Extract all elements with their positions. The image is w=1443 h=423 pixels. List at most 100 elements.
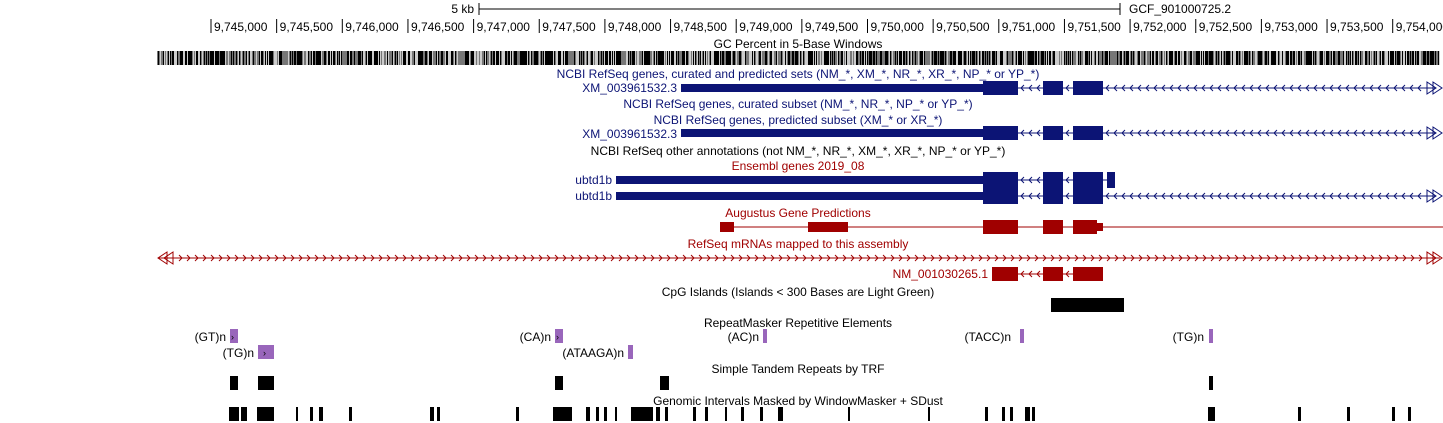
masked-interval[interactable] bbox=[928, 407, 930, 421]
masked-interval[interactable] bbox=[848, 407, 850, 421]
tandem-repeat[interactable] bbox=[230, 376, 238, 390]
repeat-element[interactable] bbox=[555, 329, 563, 343]
cpg-island[interactable] bbox=[1051, 298, 1124, 312]
repeat-label[interactable]: (TACC)n bbox=[965, 330, 1011, 344]
masked-interval[interactable] bbox=[741, 407, 744, 421]
masked-interval[interactable] bbox=[241, 407, 247, 421]
masked-interval[interactable] bbox=[349, 407, 352, 421]
chevron-icon bbox=[1121, 192, 1126, 200]
track-refseq-all[interactable]: NCBI RefSeq genes, curated and predicted… bbox=[557, 67, 1443, 95]
track-refseq-mrna[interactable]: RefSeq mRNAs mapped to this assembly NM_… bbox=[157, 237, 1443, 281]
gene-model-ubtd1b-1[interactable] bbox=[616, 172, 1115, 188]
repeat-element[interactable] bbox=[763, 329, 767, 343]
masked-interval[interactable] bbox=[310, 407, 313, 421]
track-windowmasker[interactable]: Genomic Intervals Masked by WindowMasker… bbox=[229, 394, 1411, 421]
gene-item-label[interactable]: ubtd1b bbox=[575, 189, 612, 203]
chevron-icon bbox=[1106, 254, 1111, 262]
masked-interval[interactable] bbox=[319, 407, 323, 421]
gc-bar bbox=[966, 51, 967, 65]
gc-bar bbox=[797, 51, 798, 65]
gc-bar bbox=[954, 51, 955, 65]
masked-interval[interactable] bbox=[615, 407, 617, 421]
masked-interval[interactable] bbox=[229, 407, 239, 421]
masked-interval[interactable] bbox=[1010, 407, 1013, 421]
masked-interval[interactable] bbox=[257, 407, 274, 421]
masked-interval[interactable] bbox=[604, 407, 607, 421]
masked-interval[interactable] bbox=[437, 407, 440, 421]
chevron-icon bbox=[1345, 84, 1350, 92]
gc-bar bbox=[722, 51, 723, 65]
gene-item-label[interactable]: ubtd1b bbox=[575, 173, 612, 187]
gc-bar bbox=[762, 51, 763, 65]
repeat-element[interactable] bbox=[1020, 329, 1024, 343]
masked-interval[interactable] bbox=[778, 407, 783, 421]
track-repeatmasker[interactable]: RepeatMasker Repetitive Elements (GT)n ›… bbox=[195, 316, 1213, 360]
tandem-repeat[interactable] bbox=[1209, 376, 1213, 390]
repeat-label[interactable]: (ATAAGA)n bbox=[562, 346, 624, 360]
repeat-label[interactable]: (AC)n bbox=[728, 330, 759, 344]
track-augustus[interactable]: Augustus Gene Predictions bbox=[720, 206, 1443, 234]
mrna-alignment-nm-001030265[interactable] bbox=[992, 267, 1103, 281]
masked-interval[interactable] bbox=[596, 407, 599, 421]
exon-block bbox=[983, 81, 1018, 95]
track-refseq-curated[interactable]: NCBI RefSeq genes, curated subset (NM_*,… bbox=[623, 97, 972, 111]
track-gc-percent[interactable]: GC Percent in 5-Base Windows bbox=[157, 37, 1440, 65]
mrna-alignment-span[interactable] bbox=[157, 251, 1443, 265]
masked-interval[interactable] bbox=[516, 407, 519, 421]
masked-interval[interactable] bbox=[1347, 407, 1350, 421]
repeat-label[interactable]: (TG)n bbox=[223, 346, 254, 360]
masked-interval[interactable] bbox=[760, 407, 763, 421]
gene-item-label[interactable]: XM_003961532.3 bbox=[582, 127, 677, 141]
masked-interval[interactable] bbox=[1208, 407, 1215, 421]
gene-model-ubtd1b-2[interactable] bbox=[616, 188, 1443, 204]
augustus-prediction[interactable] bbox=[720, 220, 1443, 234]
exon-block bbox=[1107, 172, 1115, 188]
masked-interval[interactable] bbox=[985, 407, 988, 421]
gc-bar bbox=[1331, 51, 1332, 65]
masked-interval[interactable] bbox=[705, 407, 708, 421]
masked-interval[interactable] bbox=[693, 407, 696, 421]
track-refseq-predicted[interactable]: NCBI RefSeq genes, predicted subset (XM_… bbox=[582, 113, 1443, 141]
masked-interval[interactable] bbox=[1002, 407, 1005, 421]
gc-bar bbox=[963, 51, 964, 65]
tandem-repeat[interactable] bbox=[555, 376, 563, 390]
repeat-element[interactable] bbox=[258, 345, 274, 359]
gc-bar bbox=[1162, 51, 1163, 65]
masked-interval[interactable] bbox=[1032, 407, 1035, 421]
masked-interval[interactable] bbox=[553, 407, 572, 421]
repeat-element[interactable] bbox=[230, 329, 238, 343]
gc-bar bbox=[284, 51, 285, 65]
tandem-repeat[interactable] bbox=[258, 376, 274, 390]
track-ensembl[interactable]: Ensembl genes 2019_08 ubtd1b ubtd1b bbox=[575, 159, 1443, 204]
repeat-label[interactable]: (GT)n bbox=[195, 330, 226, 344]
tandem-repeat[interactable] bbox=[660, 376, 669, 390]
masked-interval[interactable] bbox=[1025, 407, 1030, 421]
gene-item-label[interactable]: XM_003961532.3 bbox=[582, 81, 677, 95]
gene-model-xm-003961532[interactable] bbox=[681, 81, 1443, 95]
masked-interval[interactable] bbox=[665, 407, 668, 421]
masked-interval[interactable] bbox=[656, 407, 660, 421]
track-simple-repeats[interactable]: Simple Tandem Repeats by TRF bbox=[230, 362, 1213, 390]
repeat-label[interactable]: (CA)n bbox=[520, 330, 551, 344]
masked-interval[interactable] bbox=[430, 407, 434, 421]
repeat-label[interactable]: (TG)n bbox=[1173, 330, 1204, 344]
masked-interval[interactable] bbox=[1392, 407, 1395, 421]
gc-bar bbox=[1302, 51, 1303, 65]
masked-interval[interactable] bbox=[1408, 407, 1411, 421]
repeat-element[interactable] bbox=[628, 345, 633, 359]
mrna-item-label[interactable]: NM_001030265.1 bbox=[893, 267, 989, 281]
gc-bar bbox=[482, 51, 483, 65]
track-refseq-other[interactable]: NCBI RefSeq other annotations (not NM_*,… bbox=[591, 144, 1006, 158]
masked-interval[interactable] bbox=[586, 407, 590, 421]
masked-interval[interactable] bbox=[1298, 407, 1301, 421]
gc-bar bbox=[536, 51, 537, 65]
gc-bar bbox=[678, 51, 679, 65]
gene-model-xm-003961532[interactable] bbox=[681, 126, 1443, 140]
track-cpg-islands[interactable]: CpG Islands (Islands < 300 Bases are Lig… bbox=[662, 285, 1124, 312]
masked-interval[interactable] bbox=[631, 407, 653, 421]
masked-interval[interactable] bbox=[725, 407, 727, 421]
masked-interval[interactable] bbox=[296, 407, 298, 421]
repeat-element[interactable] bbox=[1209, 329, 1213, 343]
